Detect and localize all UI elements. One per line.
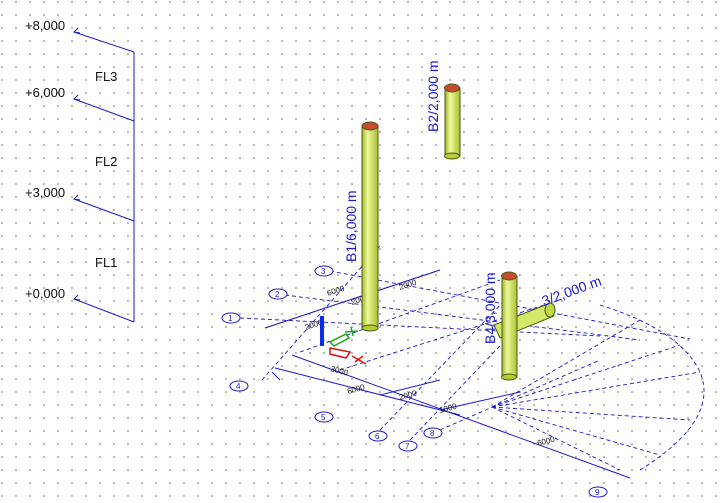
grid-axis-bubbles[interactable] [221, 265, 608, 498]
level-value-0000: +0,000 [25, 286, 65, 301]
coordinate-triad-icon [320, 316, 367, 365]
dimension-lines [264, 269, 631, 479]
grid-bubble-label-5: 5 [321, 413, 326, 422]
member-label-b2: B2/2,000 m [425, 60, 441, 132]
grid-bubble-label-1: 1 [228, 314, 233, 323]
grid-bubble-6 [368, 430, 388, 442]
level-value-6000: +6,000 [25, 85, 65, 100]
grid-bubble-label-8: 8 [430, 429, 435, 438]
level-indicator [72, 27, 135, 323]
column-b1[interactable] [361, 121, 379, 332]
grid-bubble-2 [268, 288, 288, 300]
grid-bubble-label-2: 2 [275, 290, 280, 299]
member-label-b4: B4/3,000 m [482, 272, 498, 344]
level-value-3000: +3,000 [25, 185, 65, 200]
column-b2[interactable] [444, 83, 461, 160]
grid-bubble-label-7: 7 [405, 442, 410, 451]
grid-bubble-label-3: 3 [321, 267, 326, 276]
grid-bubble-7 [398, 440, 418, 452]
grid-bubble-5 [314, 411, 334, 423]
level-name-fl1: FL1 [95, 255, 117, 270]
grid-bubble-label-4: 4 [236, 382, 241, 391]
level-name-fl3: FL3 [95, 69, 117, 84]
grid-bubble-4 [229, 380, 249, 392]
level-name-fl2: FL2 [95, 154, 117, 169]
grid-bubble-9 [588, 486, 608, 498]
member-label-b1: B1/6,000 m [343, 190, 359, 262]
grid-bubble-label-6: 6 [375, 432, 380, 441]
grid-bubble-label-9: 9 [595, 488, 600, 497]
grid-bubble-3 [314, 265, 334, 277]
grid-bubble-8 [423, 427, 443, 439]
column-b4[interactable] [501, 271, 518, 381]
grid-bubble-1 [221, 312, 241, 324]
level-value-8000: +8,000 [25, 18, 65, 33]
